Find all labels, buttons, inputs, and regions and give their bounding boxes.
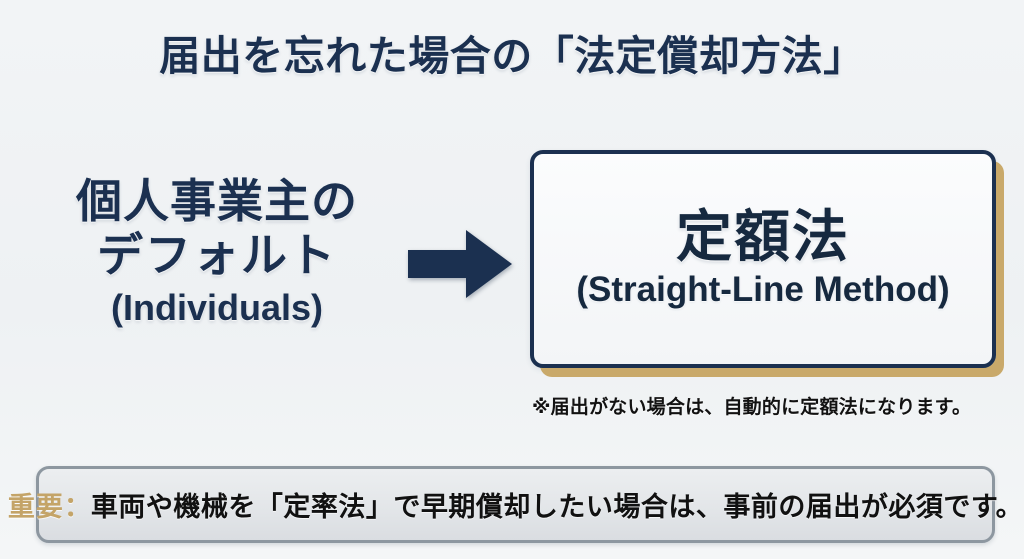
- default-label-line-2: デフォルト: [97, 228, 337, 281]
- important-banner-separator: ：: [63, 492, 91, 522]
- important-banner: 重要 ： 車両や機械を「定率法」で早期償却したい場合は、事前の届出が必須です。: [8, 466, 1023, 543]
- arrow-right-icon: [408, 228, 512, 300]
- legal-method-note: ※届出がない場合は、自動的に定額法になります。: [532, 397, 972, 418]
- important-banner-label: 重要: [7, 492, 64, 522]
- legal-method-name-en: (Straight-Line Method): [576, 270, 950, 310]
- important-banner-text: 車両や機械を「定率法」で早期償却したい場合は、事前の届出が必須です。: [90, 492, 1024, 522]
- page-title: 届出を忘れた場合の「法定償却方法」: [159, 33, 865, 79]
- default-label-line-1: 個人事業主の: [76, 175, 358, 227]
- default-label-english: (Individuals): [110, 287, 323, 329]
- default-method-label-group: 個人事業主の デフォルト (Individuals): [22, 175, 412, 329]
- legal-method-name-jp: 定額法: [676, 205, 850, 269]
- legal-method-box: 定額法 (Straight-Line Method): [530, 150, 996, 368]
